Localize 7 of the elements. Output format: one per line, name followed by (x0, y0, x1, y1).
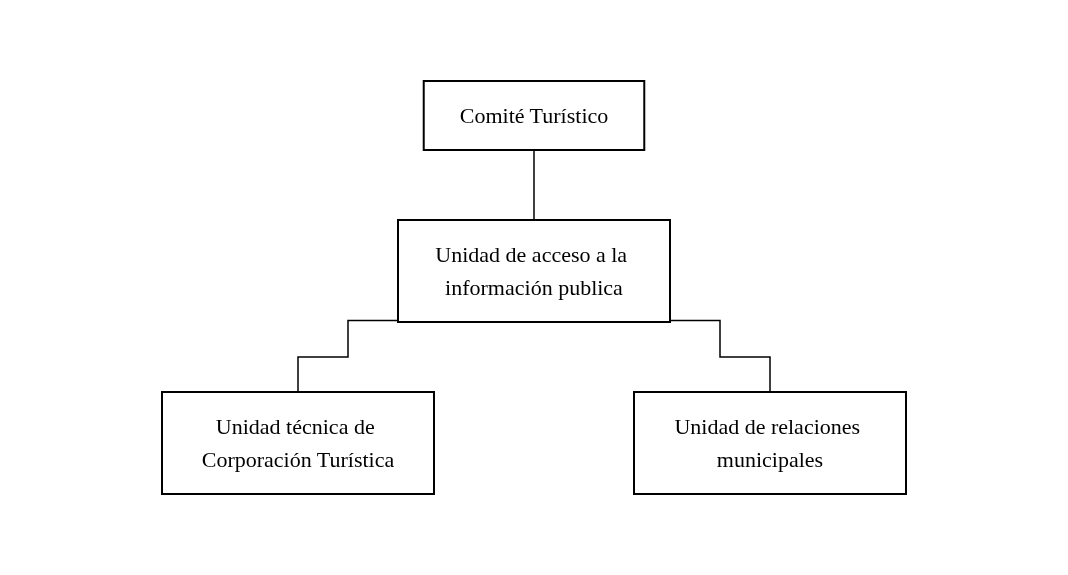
node-box: Unidad de acceso a la información publica (397, 219, 671, 323)
node-box: Unidad de relaciones municipales (633, 391, 907, 495)
connector (297, 319, 399, 393)
node-box: Unidad técnica de Corporación Turística (161, 391, 435, 495)
connector (669, 319, 771, 393)
node-box: Comité Turístico (422, 80, 646, 151)
connector (533, 149, 535, 221)
